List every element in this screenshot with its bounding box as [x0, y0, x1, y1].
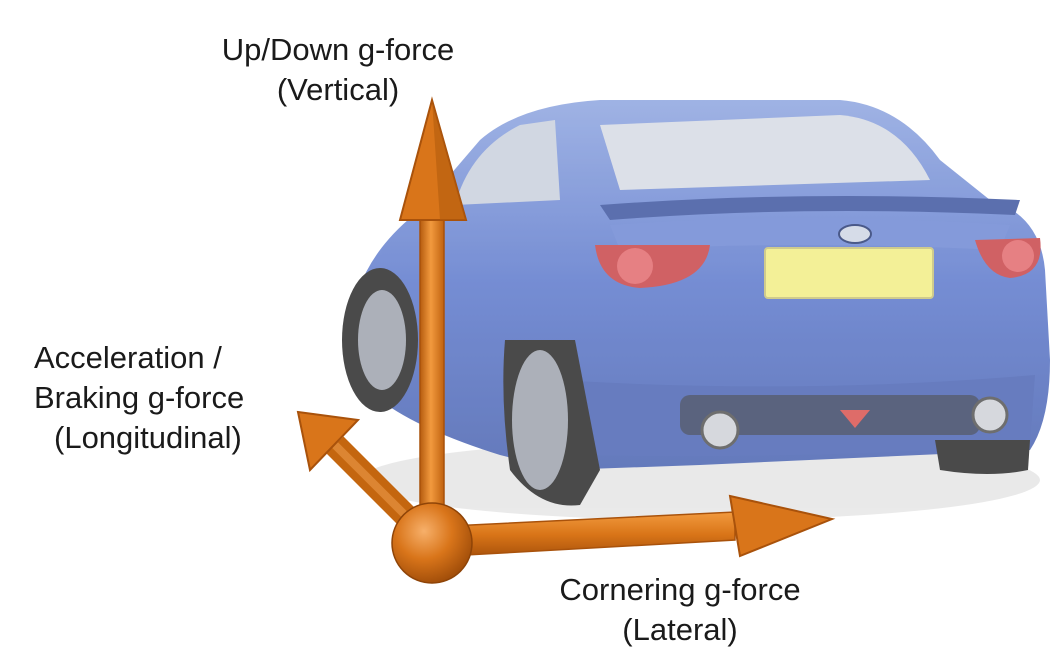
longitudinal-label-line1: Acceleration / — [34, 340, 222, 375]
longitudinal-label-line2: Braking g-force — [34, 380, 245, 415]
rear-reflector — [840, 410, 870, 428]
rear-spoiler — [600, 196, 1020, 220]
trunk-lid — [610, 218, 1010, 250]
side-window — [455, 120, 560, 205]
vertical-label-line1: Up/Down g-force — [221, 32, 455, 67]
brand-logo — [838, 224, 872, 244]
lateral-label-line1: Cornering g-force — [559, 572, 801, 607]
longitudinal-arrowhead — [296, 410, 361, 473]
lateral-arrow — [429, 494, 836, 558]
vertical-arrow — [398, 96, 468, 541]
right-taillight-lens — [1002, 240, 1034, 272]
g-force-axes — [296, 96, 836, 584]
lateral-label-line2: (Lateral) — [622, 612, 738, 647]
rear-window — [600, 115, 930, 190]
diffuser — [680, 395, 980, 435]
vertical-gforce-label: Up/Down g-force (Vertical) — [188, 30, 488, 110]
lateral-gforce-label: Cornering g-force (Lateral) — [520, 570, 840, 650]
origin-sphere — [391, 502, 473, 584]
front-wheel-rim — [358, 290, 406, 390]
car-illustration — [342, 100, 1050, 520]
right-rear-tire — [935, 440, 1030, 474]
left-exhaust — [700, 410, 740, 450]
longitudinal-gforce-label: Acceleration / Braking g-force (Longitud… — [34, 338, 274, 458]
lateral-arrowhead — [728, 494, 836, 558]
longitudinal-label-line3: (Longitudinal) — [54, 420, 242, 455]
license-plate — [764, 247, 934, 299]
left-taillight-lens — [617, 248, 653, 284]
vertical-label-line2: (Vertical) — [276, 72, 400, 107]
rear-wheel-rim — [512, 350, 568, 490]
right-exhaust — [971, 396, 1009, 434]
